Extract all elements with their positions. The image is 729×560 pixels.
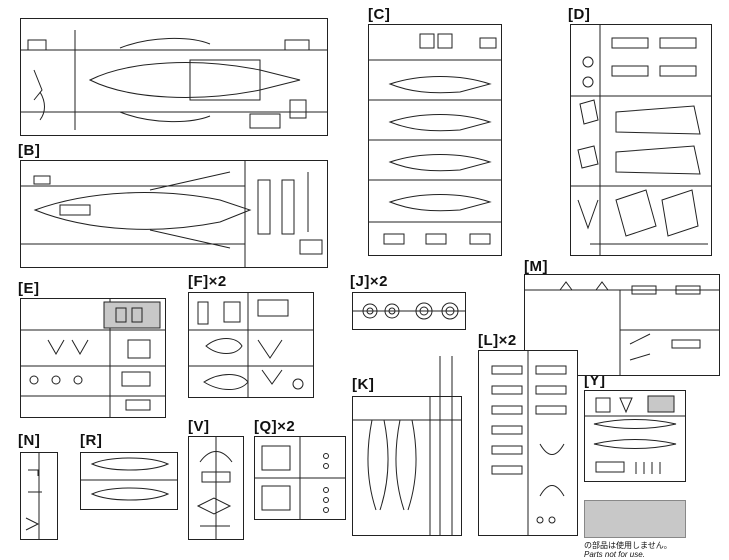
sprue-j-parts (352, 302, 466, 320)
sprue-r-parts (80, 457, 178, 501)
sprue-v-parts (196, 436, 233, 540)
sprue-l-label: [L]×2 (478, 332, 517, 349)
sprue-d-parts (570, 24, 712, 256)
sprue-f-frame (188, 292, 314, 398)
sprue-r-label: [R] (80, 432, 103, 449)
sprue-v-label: [V] (188, 418, 210, 435)
sprue-c-label: [C] (368, 6, 391, 23)
sprue-k-parts (352, 356, 462, 536)
sprue-e-label: [E] (18, 280, 40, 297)
not-used-note-en: Parts not for use. (584, 550, 645, 559)
sprue-l-parts (491, 350, 567, 536)
sprue-k-label: [K] (352, 376, 375, 393)
sprue-k-frame (352, 396, 462, 536)
sprue-n-label: [N] (18, 432, 41, 449)
sprue-n-parts (25, 452, 42, 540)
sprue-y-label: [Y] (584, 372, 606, 389)
not-used-swatch (584, 500, 686, 538)
sprue-y-parts (584, 395, 686, 474)
sprue-d-frame (570, 24, 712, 256)
sprue-q-label: [Q]×2 (254, 418, 296, 435)
sprue-b-frame (20, 160, 328, 268)
sprue-c-parts (368, 33, 502, 245)
sprue-e-parts (20, 298, 166, 418)
sprue-m-label: [M] (524, 258, 548, 275)
sprue-d-label: [D] (568, 6, 591, 23)
sprue-j-label: [J]×2 (350, 273, 388, 290)
sprue-f-label: [F]×2 (188, 273, 227, 290)
sprue-a-parts (20, 30, 328, 130)
sprue-f-parts (188, 292, 314, 398)
sprue-m-parts (524, 281, 720, 376)
sprue-b-label: [B] (18, 142, 41, 159)
sprue-q-parts (254, 436, 346, 520)
sprue-b-parts (20, 160, 323, 268)
not-used-note-jp: の部品は使用しません。 (584, 541, 672, 550)
sprue-a-frame (20, 18, 328, 136)
